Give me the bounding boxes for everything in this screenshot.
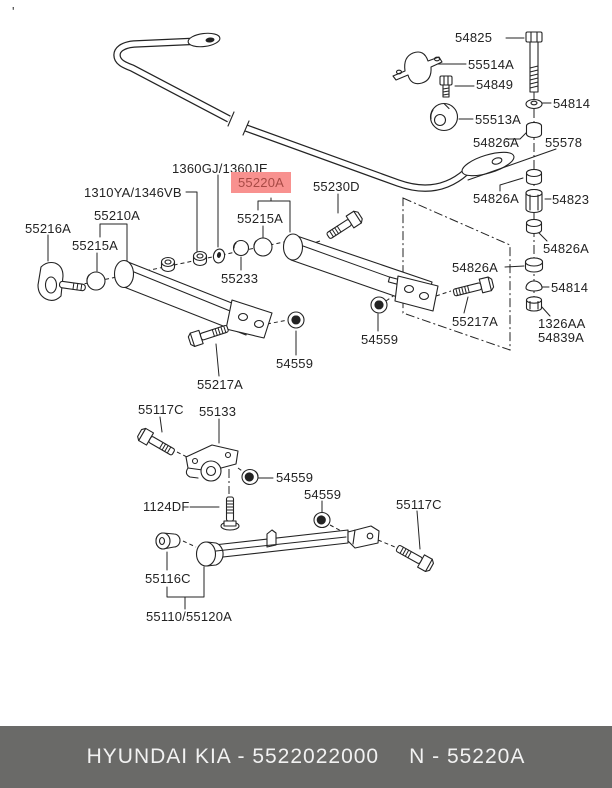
nut-54559-rightarm xyxy=(370,296,388,314)
nut-1326AA xyxy=(525,296,543,312)
part-label-54839A: 54839A xyxy=(538,330,585,345)
part-label-54826A-a: 54826A xyxy=(473,135,520,150)
part-label-54559-rightarm: 54559 xyxy=(361,332,399,347)
nut-1360GJ xyxy=(192,250,208,267)
bolt-1124DF xyxy=(220,496,240,531)
part-label-55117C-left: 55117C xyxy=(138,402,184,417)
washer-54814-right xyxy=(525,280,543,292)
part-label-55116C: 55116C xyxy=(145,571,191,586)
bolt-55230D xyxy=(326,210,363,239)
bushing-55233 xyxy=(232,239,250,257)
corner-tick-mark: ' xyxy=(12,4,15,19)
bracket-55133 xyxy=(185,444,239,482)
footer-part-code: HYUNDAI KIA - 5522022000 xyxy=(86,745,380,768)
part-label-1310YA-1346VB: 1310YA/1346VB xyxy=(84,185,182,200)
part-label-55230D: 55230D xyxy=(313,179,360,194)
part-label-55217A-left: 55217A xyxy=(197,377,244,392)
bolt-55217A-left xyxy=(187,324,229,347)
part-label-55110-55120A: 55110/55120A xyxy=(146,609,233,624)
bolt-54825 xyxy=(525,31,543,93)
part-label-55217A-right: 55217A xyxy=(452,314,499,329)
part-label-54826A-c: 54826A xyxy=(543,241,590,256)
bushing-54826A-d xyxy=(524,257,544,273)
part-label-55514A: 55514A xyxy=(468,57,515,72)
bushing-54559-bracket xyxy=(241,468,259,486)
part-label-54826A-d: 54826A xyxy=(452,260,499,275)
footer-part-number: N - 55220A xyxy=(409,745,526,768)
plate-55216A xyxy=(37,261,86,302)
footer-bar: HYUNDAI KIA - 5522022000 N - 55220A xyxy=(0,726,612,788)
bushing-54826A-c xyxy=(525,218,543,235)
arm-55110-55120A xyxy=(195,525,380,567)
part-label-54559-lower: 54559 xyxy=(304,487,342,502)
part-label-55215A-left: 55215A xyxy=(72,238,119,253)
part-label-54823: 54823 xyxy=(552,192,590,207)
bushing-54826A-a xyxy=(525,121,543,139)
bolt-55217A-right xyxy=(452,276,495,297)
arm-55210A xyxy=(113,259,273,339)
bushing-54559-lower xyxy=(313,511,331,529)
part-label-54826A-b: 54826A xyxy=(473,191,520,206)
part-label-55233: 55233 xyxy=(221,271,259,286)
bolt-55117C-left xyxy=(137,427,175,456)
part-label-55215A-mid: 55215A xyxy=(237,211,284,226)
part-label-54559-bracket: 54559 xyxy=(276,470,314,485)
bolt-55117C-right xyxy=(395,545,434,573)
part-label-54814-right: 54814 xyxy=(551,280,589,295)
bushing-55116C xyxy=(155,532,181,550)
part-label-54849: 54849 xyxy=(476,77,514,92)
stabilizer-link-stack xyxy=(524,31,544,312)
part-label-1124DF: 1124DF xyxy=(143,499,190,514)
bushing-55215A-mid xyxy=(253,237,273,257)
washer-54814-top xyxy=(525,98,543,110)
part-label-1326AA: 1326AA xyxy=(538,316,586,331)
part-label-55210A: 55210A xyxy=(94,208,141,223)
nut-54559-leftarm xyxy=(287,311,305,329)
spacer-54823 xyxy=(525,188,543,214)
washer-1360JE xyxy=(212,248,226,264)
part-label-55220A: 55220A xyxy=(231,172,292,193)
bolt-54849 xyxy=(439,75,453,98)
reference-plane xyxy=(402,197,511,351)
part-label-55216A: 55216A xyxy=(25,221,72,236)
bushing-55215A-left xyxy=(86,271,106,291)
part-label-54825-top: 54825 xyxy=(455,30,493,45)
nut-1310YA xyxy=(160,256,176,273)
part-label-55133: 55133 xyxy=(199,404,237,419)
part-label-54559-leftarm: 54559 xyxy=(276,356,314,371)
arm-55220A xyxy=(282,233,439,312)
clamp-55514A xyxy=(392,51,443,85)
bushing-54826A-b xyxy=(525,168,543,186)
diagram-art xyxy=(37,31,557,610)
part-label-54814-top: 54814 xyxy=(553,96,591,111)
stabilizer-bar xyxy=(113,32,515,192)
part-label-55513A: 55513A xyxy=(475,112,522,127)
bushing-55513A xyxy=(429,102,459,132)
part-label-55578: 55578 xyxy=(545,135,583,150)
part-label-55117C-right: 55117C xyxy=(396,497,442,512)
